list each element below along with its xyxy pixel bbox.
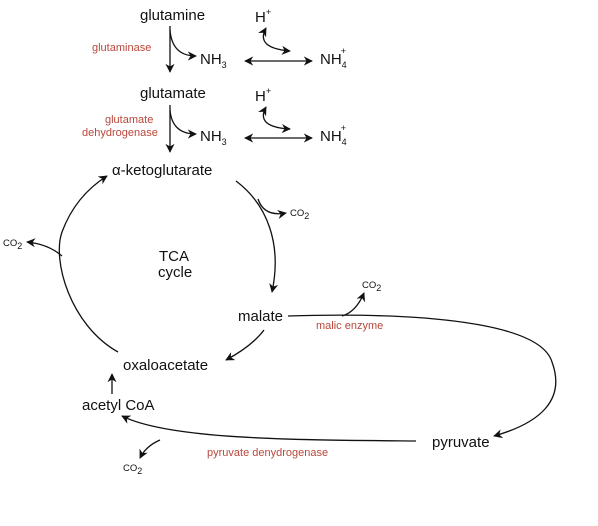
nh3-label-1: NH3 [200, 51, 227, 70]
oxaloacetate-label: oxaloacetate [123, 357, 208, 374]
co2-release-arrow-malic [341, 292, 366, 317]
nh4-label-1: NH4+ [320, 46, 347, 70]
cycle-arc-malate-to-oxaloacetate [225, 329, 265, 361]
co2-release-arrow-akg [257, 198, 287, 219]
proton-arrow-1 [258, 27, 291, 55]
alpha-ketoglutarate-label: α-ketoglutarate [112, 162, 212, 179]
cycle-arc-oxaloacetate-to-akg [58, 175, 119, 353]
glutamate-label: glutamate [140, 85, 206, 102]
malate-label: malate [238, 308, 283, 325]
nh3-release-arrow-2 [169, 109, 197, 139]
co2-label-left: CO2 [3, 238, 22, 251]
co2-label-malic: CO2 [362, 280, 381, 293]
co2-release-arrow-left [26, 238, 63, 257]
h-plus-label-2: H+ [255, 86, 271, 105]
glutaminase-label: glutaminase [92, 42, 151, 54]
co2-label-pdh: CO2 [123, 463, 142, 476]
acetyl-coa-label: acetyl CoA [82, 397, 155, 414]
cycle-arc-akg-to-malate [235, 180, 279, 293]
nh3-release-arrow-1 [169, 29, 197, 61]
gdh-label-line2: dehydrogenase [82, 127, 158, 139]
nh3-label-2: NH3 [200, 128, 227, 147]
glutamine-label: glutamine [140, 7, 205, 24]
tca-cycle-label-line2: cycle [158, 264, 192, 281]
malic-enzyme-arrow [287, 314, 557, 439]
pdh-label: pyruvate denydrogenase [207, 447, 328, 459]
pyruvate-label: pyruvate [432, 434, 490, 451]
h-plus-label-1: H+ [255, 7, 271, 26]
gdh-label-line1: glutamate [105, 114, 153, 126]
pdh-arrow [121, 415, 417, 442]
nh4-label-2: NH4+ [320, 123, 347, 147]
proton-arrow-2 [258, 106, 291, 134]
tca-cycle-label-line1: TCA [159, 248, 189, 265]
co2-label-akg: CO2 [290, 208, 309, 221]
co2-release-arrow-pdh [139, 439, 161, 459]
malic-enzyme-label: malic enzyme [316, 320, 383, 332]
